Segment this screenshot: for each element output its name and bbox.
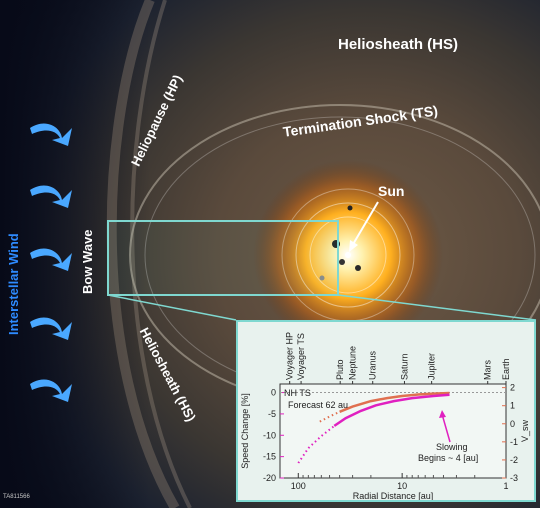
bow-wave-label: Bow Wave [80, 229, 95, 294]
heliosheath-top-label: Heliosheath (HS) [338, 36, 459, 53]
heliopause-boundary [106, 0, 180, 508]
y-left-tick-label: -10 [263, 430, 276, 440]
sun-core [345, 252, 351, 258]
top-marker-label: Mars [483, 360, 493, 380]
orbit-middle [295, 202, 401, 308]
image-id-label: TA811566 [3, 494, 30, 500]
wind-arrow-icon [30, 379, 72, 402]
slowing-arrow-line [441, 413, 451, 443]
wind-arrow-icon [30, 185, 72, 208]
annotation-nh-ts: NH TS [284, 388, 311, 398]
orbit-inner [309, 216, 387, 294]
y-right-tick-label: -2 [510, 455, 518, 465]
sun-pointer-arrowhead [349, 240, 358, 252]
annotation-slowing: Slowing [436, 442, 468, 452]
slowing-arrowhead [439, 410, 446, 418]
wind-arrow-icon [30, 123, 72, 146]
top-marker-label: Voyager TS [296, 333, 306, 380]
x-tick-label: 100 [291, 481, 306, 491]
y-left-tick-label: -20 [263, 473, 276, 483]
zoom-connector-left [107, 294, 237, 321]
x-tick-label: 1 [503, 481, 508, 491]
y-left-axis-label: Speed Change [%] [240, 393, 250, 469]
sun-pointer-line [351, 201, 379, 247]
y-right-tick-label: 0 [510, 419, 515, 429]
top-marker-label: Jupiter [427, 353, 437, 380]
series-line [319, 410, 341, 423]
top-marker-label: Pluto [335, 359, 345, 380]
y-left-tick-label: -15 [263, 452, 276, 462]
annotation-begins: Begins ~ 4 [au] [418, 453, 478, 463]
y-right-tick-label: 1 [510, 401, 515, 411]
interstellar-wind-label: Interstellar Wind [6, 233, 21, 335]
interstellar-wind-arrows [30, 123, 72, 402]
zoom-region-box [107, 220, 339, 296]
heliopause-inner-boundary [130, 0, 192, 508]
top-marker-label: Uranus [368, 350, 378, 380]
y-right-tick-label: -3 [510, 473, 518, 483]
y-left-tick-label: -5 [268, 409, 276, 419]
y-right-axis-label: V_sw [520, 419, 530, 442]
planet [339, 259, 345, 265]
sun-label: Sun [378, 183, 405, 199]
zoom-connector-right [337, 294, 537, 321]
wind-arrow-icon [30, 317, 72, 340]
annotation-forecast: Forecast 62 au [288, 400, 348, 410]
y-right-tick-label: 2 [510, 383, 515, 393]
plot-area [279, 383, 507, 479]
series-line [297, 425, 335, 464]
planet [355, 265, 361, 271]
top-marker-label: Earth [501, 358, 511, 380]
y-left-tick-label: 0 [271, 388, 276, 398]
top-marker-label: Neptune [348, 346, 358, 380]
top-marker-label: Voyager HP [285, 332, 295, 380]
wind-arrow-icon [30, 248, 72, 271]
y-right-tick-label: -1 [510, 437, 518, 447]
x-axis-label: Radial Distance [au] [353, 491, 434, 500]
planet [319, 275, 325, 281]
planet [347, 205, 353, 211]
series-line [333, 393, 450, 427]
series-line [339, 391, 450, 413]
top-marker-label: Saturn [399, 353, 409, 380]
space-left [0, 0, 150, 508]
x-tick-label: 10 [397, 481, 407, 491]
